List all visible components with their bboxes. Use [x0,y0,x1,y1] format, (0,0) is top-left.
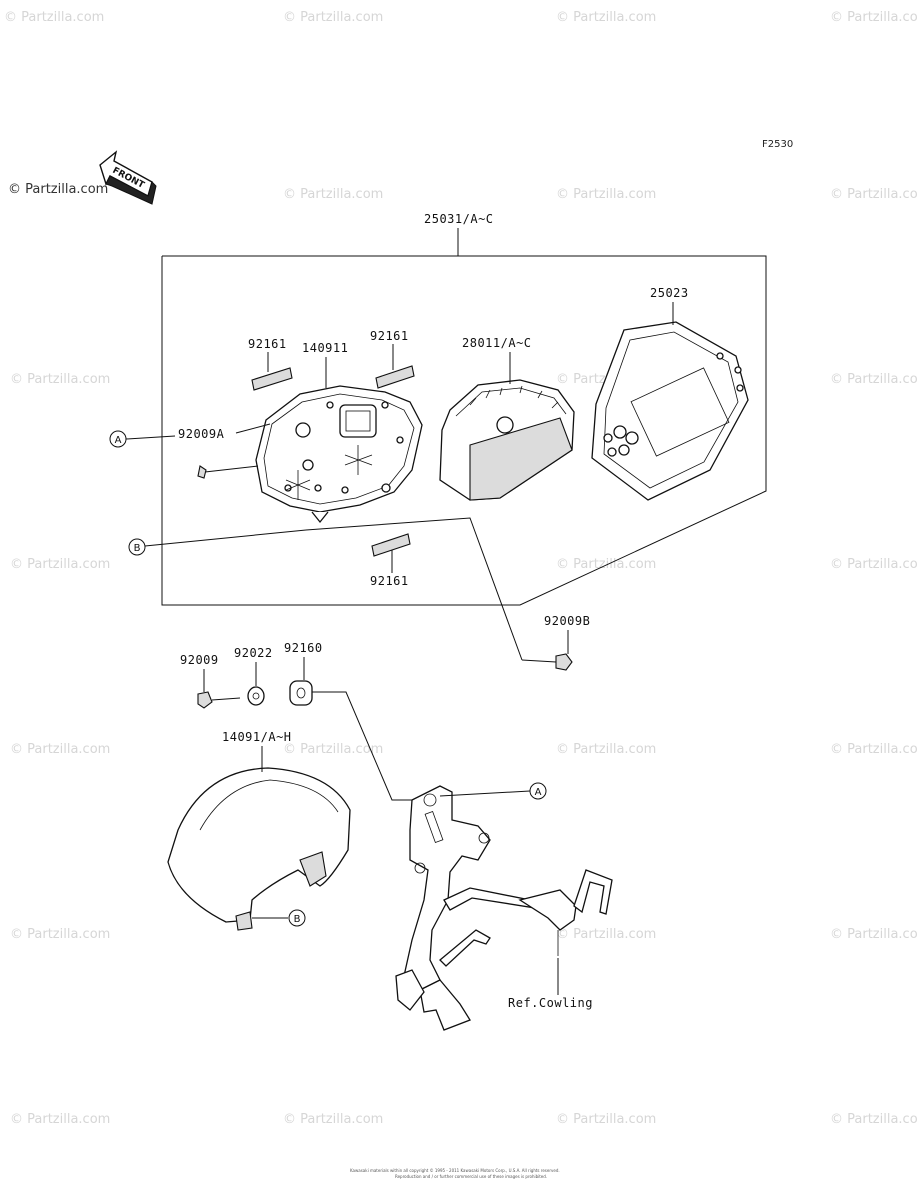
part-label-92161-c: 92161 [370,574,409,588]
part-label-92009: 92009 [180,653,219,667]
part-label-25031: 25031/A~C [424,212,494,226]
part-label-25023: 25023 [650,286,689,300]
front-arrow-icon: FRONT [99,150,157,205]
copyright-line: Kawasaki materials within all copyright … [350,1168,560,1173]
watermark: © Partzilla.com [10,927,110,942]
watermark: © Partzilla.com [830,372,917,387]
watermark: © Partzilla.com [10,557,110,572]
meter-housing-part: 14091/A~H [167,730,351,931]
washer-part: 92022 [234,646,273,706]
callout-b-bottom: B [252,909,306,927]
callout-b-left: B [128,517,523,661]
meter-cover-part: 25023 [591,286,749,501]
grommet-part: 92160 [284,641,420,801]
figure-code: F2530 [762,139,793,150]
watermark: © Partzilla.com [830,557,917,572]
callout-letter: A [535,787,542,798]
callout-a-left: A [109,430,176,448]
screw-part: 92009B [521,614,590,671]
part-label-92161-b: 92161 [370,329,409,343]
watermark: © Partzilla.com [283,187,383,202]
copyright-line: Reproduction and / or further commercial… [395,1174,547,1179]
bracket-stay-part [395,785,613,1031]
watermark: © Partzilla.com [556,742,656,757]
watermark: © Partzilla.com [283,10,383,25]
sticker-part: 92161 [370,533,411,588]
watermark: © Partzilla.com [556,10,656,25]
callout-letter: B [294,914,301,925]
watermark: © Partzilla.com [830,742,917,757]
watermark: © Partzilla.com [4,10,104,25]
watermark: © Partzilla.com [556,1112,656,1127]
watermark: © Partzilla.com [830,10,917,25]
ref-cowling-label: Ref.Cowling [508,996,593,1010]
sticker-part: 92161 [370,329,415,389]
watermark: © Partzilla.com [556,557,656,572]
watermark: © Partzilla.com [556,187,656,202]
part-label-92160: 92160 [284,641,323,655]
watermark: © Partzilla.com [10,742,110,757]
brand-watermark: © Partzilla.com [8,182,108,197]
watermark: © Partzilla.com [10,372,110,387]
watermark: © Partzilla.com [283,1112,383,1127]
meter-unit-part: 28011/A~C [439,336,575,501]
part-label-92009A: 92009A [178,427,225,441]
watermark: © Partzilla.com [830,927,917,942]
meter-case-part: 140911 [255,341,423,524]
part-label-92161-a: 92161 [248,337,287,351]
watermark: © Partzilla.com [556,927,656,942]
part-label-140911: 140911 [302,341,348,355]
watermark: © Partzilla.com [10,1112,110,1127]
screw-part: 92009A [178,423,271,479]
callout-letter: B [134,543,141,554]
callout-letter: A [115,435,122,446]
watermark: © Partzilla.com [830,1112,917,1127]
part-label-14091: 14091/A~H [222,730,292,744]
part-label-92009B: 92009B [544,614,590,628]
sticker-part: 92161 [248,337,293,391]
bolt-part: 92009 [180,653,241,709]
part-label-92022: 92022 [234,646,273,660]
watermark: © Partzilla.com [830,187,917,202]
watermark: © Partzilla.com [283,742,383,757]
part-label-28011: 28011/A~C [462,336,532,350]
callout-a-right: A [439,782,547,800]
assembly-box: 25031/A~C [161,212,767,606]
